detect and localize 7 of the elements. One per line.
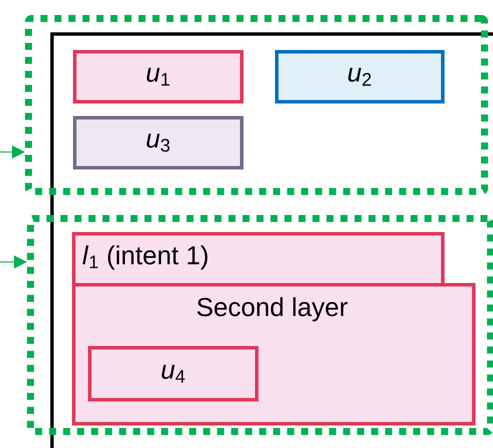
- dotted-group-frame: [25, 15, 488, 195]
- variable-box: u$_{1}$: [73, 50, 244, 104]
- intent-box: l$_{1}$ (intent 1): [72, 232, 444, 286]
- variable-box: u$_{2}$: [275, 50, 444, 104]
- dotted-group-frame: [27, 215, 493, 435]
- variable-box: u$_{4}$: [88, 346, 258, 402]
- variable-box: u$_{3}$: [73, 116, 244, 170]
